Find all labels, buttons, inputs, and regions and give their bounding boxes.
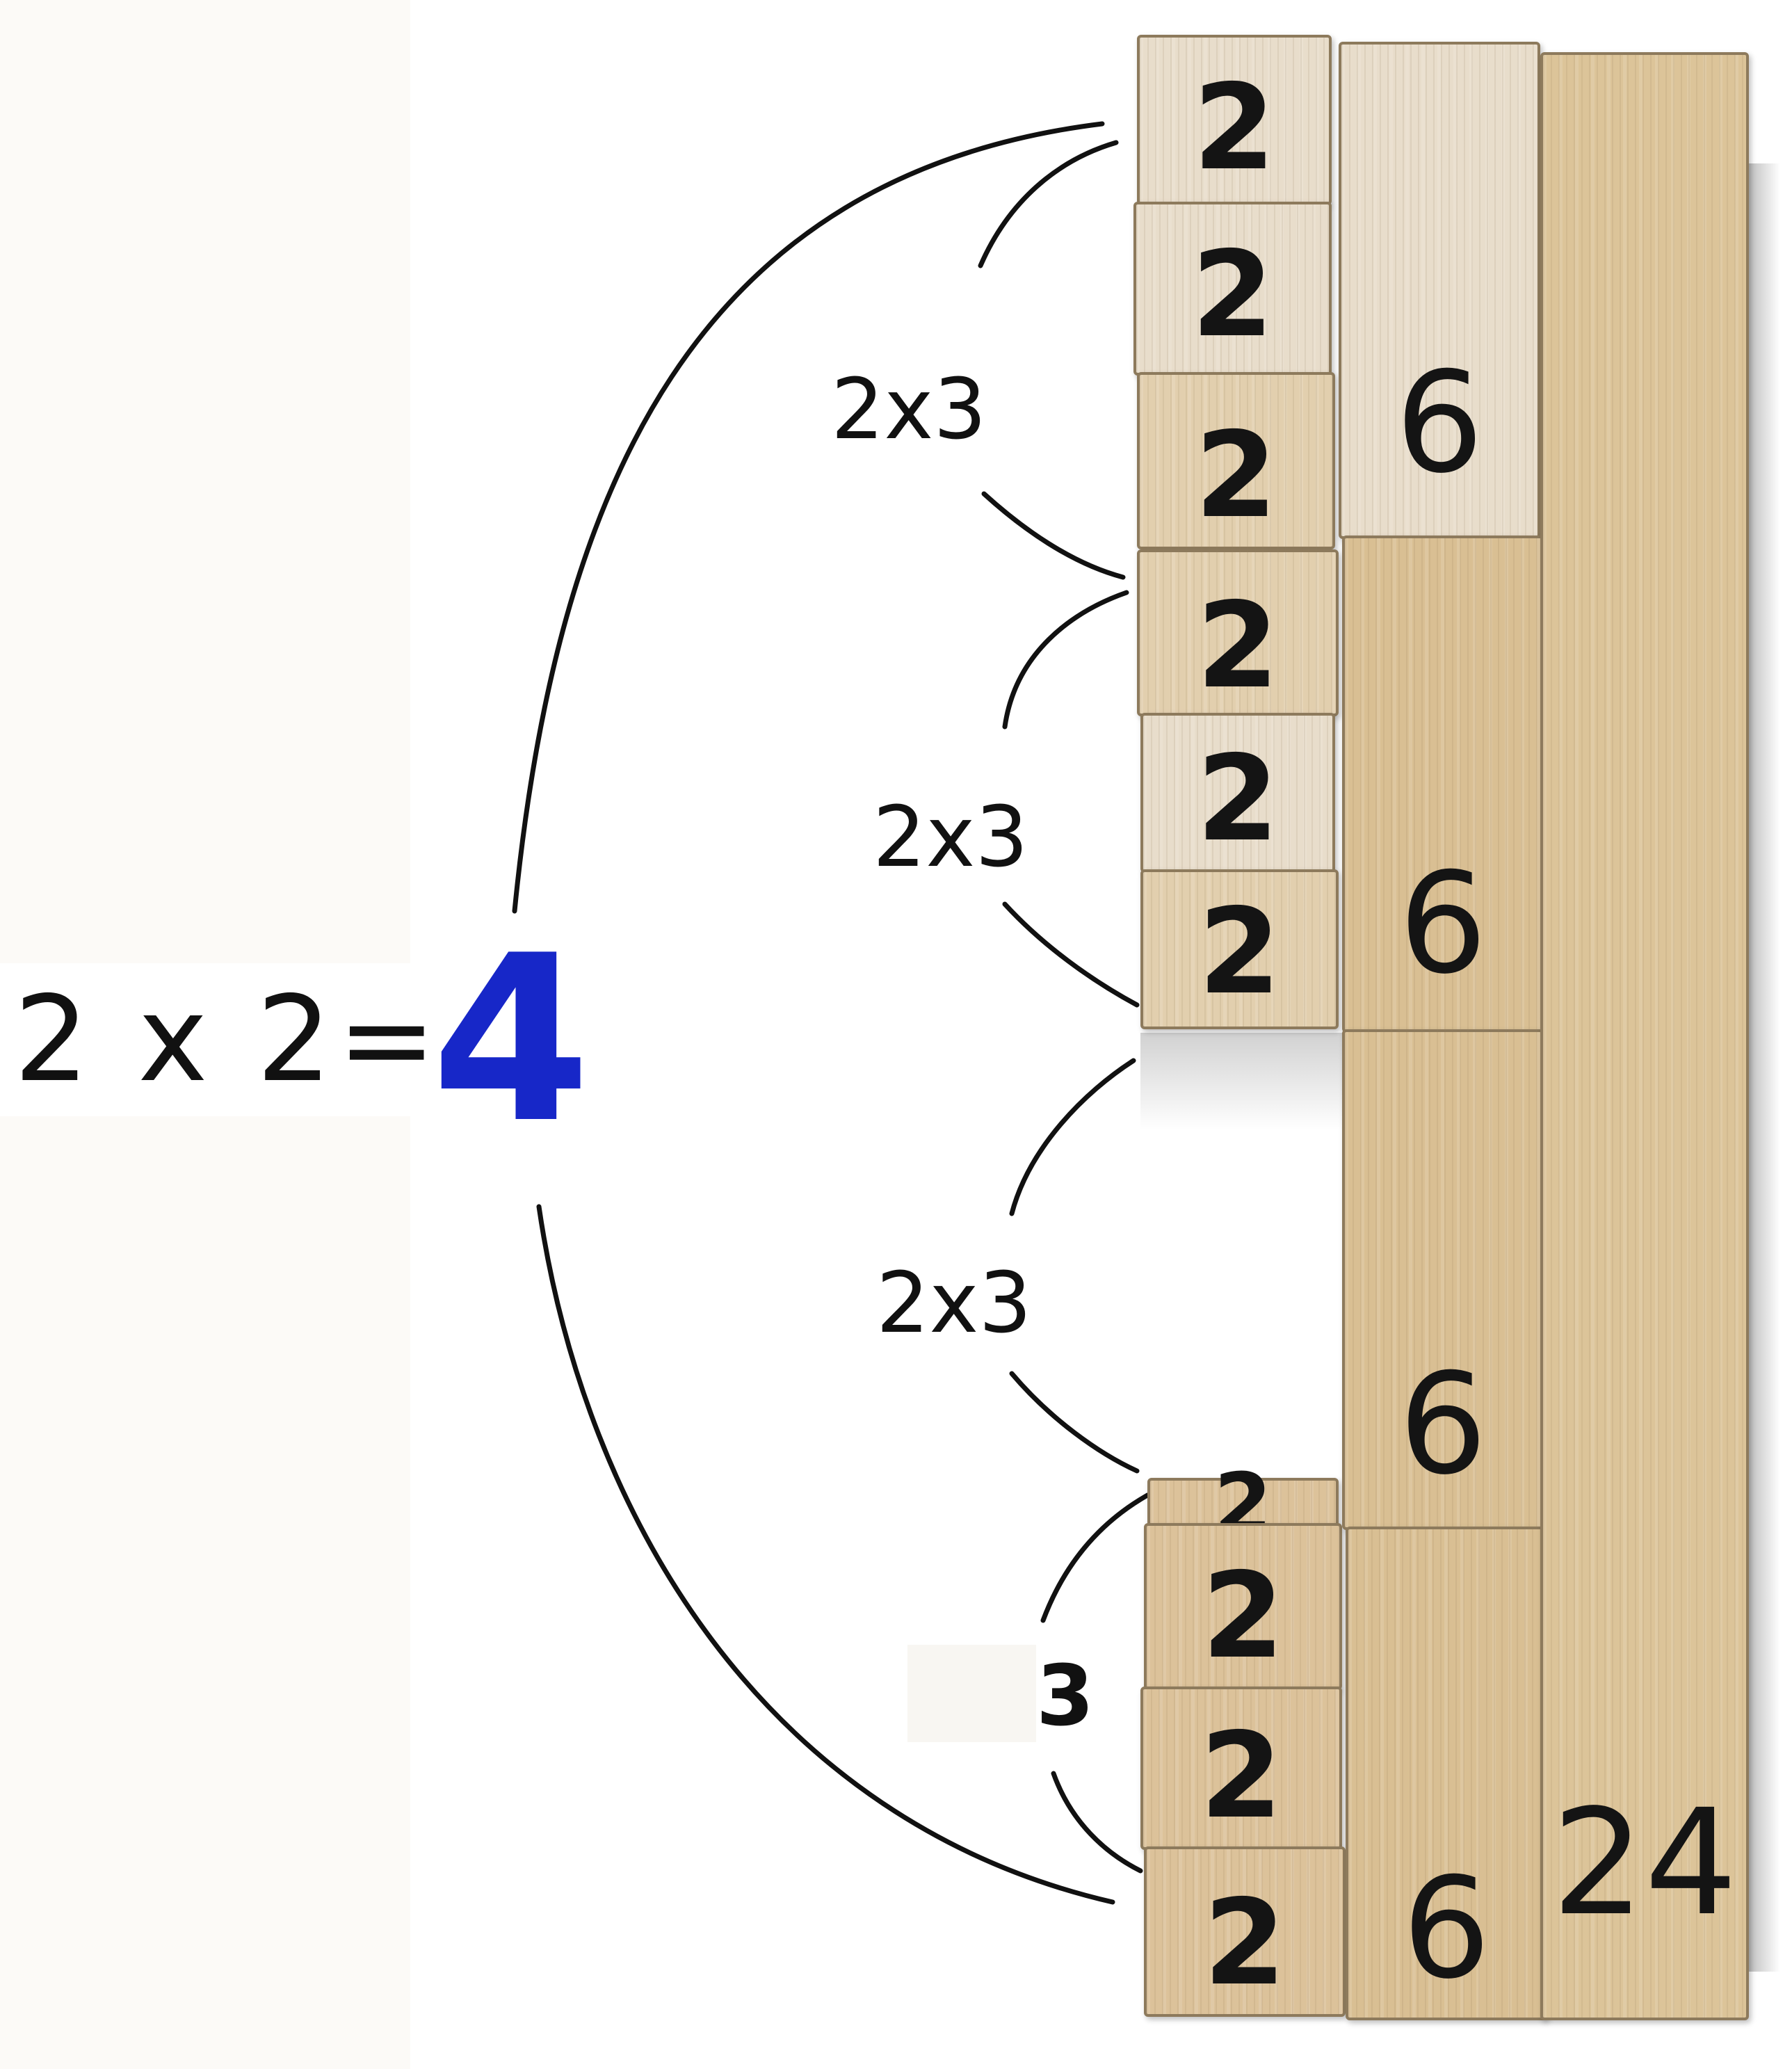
pair-bracket-3-top [1009, 1058, 1136, 1216]
block-two-4: 2 [1137, 549, 1339, 716]
block-two-8-label: 2 [1202, 1547, 1284, 1685]
equation-box [0, 963, 410, 1116]
block-two-5: 2 [1140, 713, 1335, 873]
pair-bracket-2-bottom [1002, 901, 1140, 1008]
block-six-4-label: 6 [1402, 1848, 1491, 2010]
block-two-6: 2 [1140, 869, 1339, 1029]
block-six-4: 6 [1346, 1527, 1547, 2020]
equation-result: 4 [431, 906, 591, 1173]
block-two-3: 2 [1137, 372, 1335, 549]
block-two-2: 2 [1133, 202, 1332, 376]
block-six-2: 6 [1342, 536, 1544, 1033]
block-two-5-label: 2 [1196, 730, 1280, 868]
block-two-2-label: 2 [1191, 226, 1274, 364]
pair-bracket-2-top [1002, 590, 1129, 730]
pair-bracket-1-top [978, 140, 1119, 268]
block-six-3: 6 [1342, 1029, 1544, 1530]
pair-bracket-3-bottom [1009, 1371, 1140, 1474]
side-label-3: 3 [1036, 1648, 1095, 1745]
block-twenty-four-label: 24 [1551, 1778, 1738, 1948]
block-two-1-label: 2 [1193, 59, 1276, 197]
label-patch [907, 1645, 1036, 1742]
block-two-3-label: 2 [1195, 407, 1277, 545]
block-six-1-label: 6 [1395, 342, 1484, 504]
block-two-9-label: 2 [1200, 1707, 1283, 1845]
block-shadow-right [1745, 163, 1780, 1972]
block-twenty-four: 24 [1540, 52, 1749, 2020]
equation-expression: 2 x 2= [14, 971, 442, 1109]
block-two-4-label: 2 [1196, 577, 1280, 715]
block-two-1: 2 [1137, 35, 1332, 205]
block-six-1: 6 [1339, 42, 1540, 539]
block-two-8: 2 [1144, 1523, 1342, 1690]
pair-bracket-4-bottom [1051, 1771, 1143, 1874]
block-two-9: 2 [1140, 1686, 1342, 1850]
pair-bracket-4-top [1040, 1492, 1150, 1623]
outer-bracket-bottom [536, 1204, 1115, 1905]
block-two-7: 2 [1147, 1456, 1339, 1553]
pair-bracket-1-bottom [981, 491, 1126, 580]
block-six-2-label: 6 [1398, 843, 1487, 1005]
block-six-3-label: 6 [1398, 1344, 1487, 1506]
pair-label-3: 2x3 [876, 1255, 1032, 1352]
block-two-6-label: 2 [1198, 883, 1281, 1021]
pair-label-1: 2x3 [831, 362, 987, 458]
block-shadow-gap [1140, 1033, 1342, 1130]
pair-label-2: 2x3 [873, 789, 1028, 886]
block-two-10: 2 [1144, 1846, 1346, 2017]
block-two-10-label: 2 [1203, 1874, 1286, 2012]
outer-bracket-top [512, 121, 1105, 914]
